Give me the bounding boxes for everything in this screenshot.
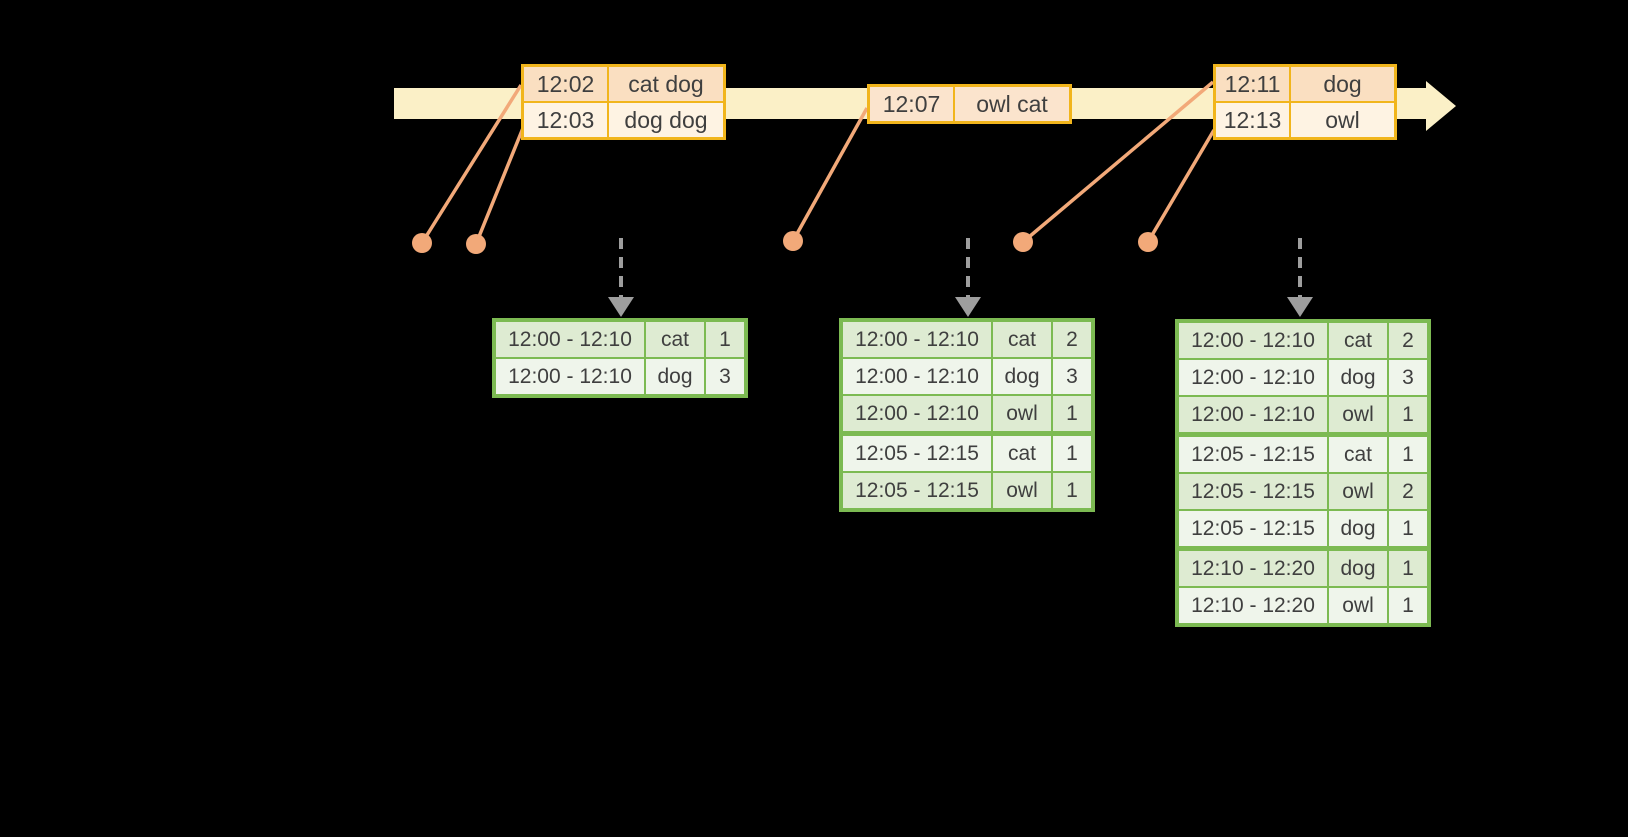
table-cell: cat dog	[609, 67, 723, 101]
arrowhead-icon	[608, 297, 634, 317]
arrowhead-icon	[1287, 297, 1313, 317]
table-cell: owl cat	[955, 87, 1069, 121]
table-cell: 1	[1389, 511, 1427, 546]
event-dot-icon	[466, 234, 486, 254]
event-dot-icon	[1138, 232, 1158, 252]
table-cell: cat	[993, 436, 1051, 471]
table-cell: 12:03	[524, 103, 607, 137]
table-cell: 12:00 - 12:10	[1179, 397, 1327, 432]
table-cell: 12:05 - 12:15	[1179, 437, 1327, 472]
table-cell: 3	[1389, 360, 1427, 395]
connector-line	[1021, 80, 1215, 244]
table-cell: cat	[993, 322, 1051, 357]
table-cell: 1	[706, 322, 744, 357]
table-cell: 1	[1053, 396, 1091, 431]
table-cell: owl	[1291, 103, 1394, 137]
table-cell: 12:00 - 12:10	[1179, 360, 1327, 395]
table-cell: owl	[1329, 588, 1387, 623]
connector-lines	[420, 80, 1216, 245]
table-cell: 12:05 - 12:15	[1179, 474, 1327, 509]
table-cell: owl	[1329, 397, 1387, 432]
table-cell: 12:00 - 12:10	[843, 322, 991, 357]
table-cell: 1	[1053, 436, 1091, 471]
event-dot-icon	[412, 233, 432, 253]
table-cell: dog	[1291, 67, 1394, 101]
table-cell: 12:13	[1216, 103, 1289, 137]
event-dot-icon	[1013, 232, 1033, 252]
timeline-arrowhead-icon	[1426, 81, 1456, 131]
table-cell: 12:07	[870, 87, 953, 121]
trigger-arrow-heads	[608, 297, 1313, 317]
connector-line	[420, 84, 523, 244]
table-cell: 12:00 - 12:10	[1179, 323, 1327, 358]
table-cell: dog	[1329, 511, 1387, 546]
table-cell: 2	[1389, 323, 1427, 358]
trigger-arrow-shafts	[619, 238, 1302, 299]
table-cell: 3	[706, 359, 744, 394]
table-cell: owl	[993, 396, 1051, 431]
table-cell: 12:10 - 12:20	[1179, 588, 1327, 623]
table-cell: 12:00 - 12:10	[496, 322, 644, 357]
table-cell: 12:00 - 12:10	[843, 396, 991, 431]
table-cell: owl	[993, 473, 1051, 508]
table-cell: dog	[1329, 360, 1387, 395]
table-cell: 12:05 - 12:15	[1179, 511, 1327, 546]
table-cell: 1	[1389, 397, 1427, 432]
table-cell: 12:11	[1216, 67, 1289, 101]
event-dots	[412, 231, 1158, 254]
table-cell: dog	[993, 359, 1051, 394]
table-cell: 12:10 - 12:20	[1179, 551, 1327, 586]
table-cell: 12:05 - 12:15	[843, 473, 991, 508]
table-cell: 1	[1389, 551, 1427, 586]
table-cell: 12:02	[524, 67, 607, 101]
table-cell: 2	[1053, 322, 1091, 357]
table-cell: 2	[1389, 474, 1427, 509]
event-dot-icon	[783, 231, 803, 251]
table-cell: 1	[1053, 473, 1091, 508]
arrowhead-icon	[955, 297, 981, 317]
table-cell: cat	[1329, 437, 1387, 472]
table-cell: dog	[646, 359, 704, 394]
table-cell: 1	[1389, 588, 1427, 623]
table-cell: dog	[1329, 551, 1387, 586]
table-cell: 12:00 - 12:10	[843, 359, 991, 394]
table-cell: dog dog	[609, 103, 723, 137]
table-cell: 3	[1053, 359, 1091, 394]
connector-line	[474, 127, 525, 245]
table-cell: owl	[1329, 474, 1387, 509]
connector-line	[791, 107, 869, 242]
table-cell: 1	[1389, 437, 1427, 472]
table-cell: 12:05 - 12:15	[843, 436, 991, 471]
table-cell: 12:00 - 12:10	[496, 359, 644, 394]
connector-line	[1146, 129, 1216, 243]
table-cell: cat	[646, 322, 704, 357]
table-cell: cat	[1329, 323, 1387, 358]
